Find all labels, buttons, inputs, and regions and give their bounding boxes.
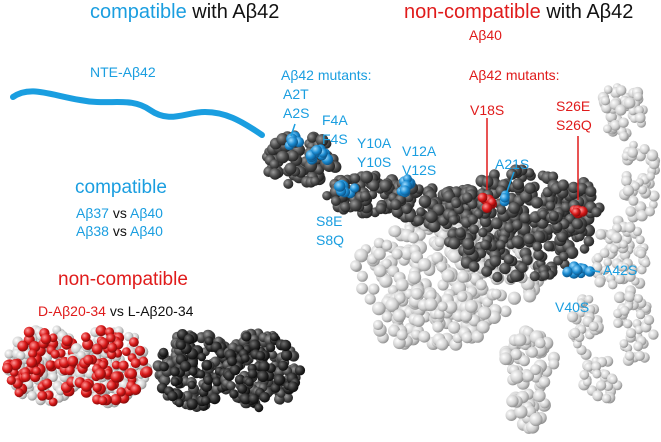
label-y10a: Y10A: [357, 135, 392, 151]
compatible-row-1-a: Aβ37: [76, 205, 109, 221]
compatible-row-2-b: Aβ40: [129, 223, 163, 239]
header-compatible-word: compatible: [90, 1, 187, 23]
noncompatible-title: non-compatible: [58, 269, 188, 290]
leader-a21s: [505, 171, 515, 195]
label-f4a: F4A: [322, 112, 348, 128]
label-a2s: A2S: [283, 105, 310, 121]
label-y10s: Y10S: [357, 154, 392, 170]
noncompatible-row: D-Aβ20-34 vs L-Aβ20-34: [38, 304, 193, 318]
leader-a2s: [290, 123, 296, 137]
compatible-row-1: Aβ37 vs Aβ40: [76, 206, 163, 220]
nte-tail: [10, 88, 265, 138]
label-v40s: V40S: [555, 299, 590, 315]
header-noncompatible-word: non-compatible: [404, 1, 541, 23]
compatible-row-1-b: Aβ40: [129, 205, 163, 221]
label-a2t: A2T: [283, 86, 309, 102]
label-a42s: A42S: [603, 262, 638, 278]
compatible-row-1-vs: vs: [112, 205, 127, 221]
header-compatible: compatible with Aβ42: [90, 2, 279, 22]
label-s8e: S8E: [316, 213, 343, 229]
compatible-title: compatible: [75, 177, 167, 198]
label-s26q: S26Q: [556, 117, 592, 133]
header-compatible-rest: with Aβ42: [192, 1, 280, 23]
compatible-row-2: Aβ38 vs Aβ40: [76, 224, 163, 238]
label-f4s: F4S: [322, 131, 348, 147]
noncompatible-l: L-Aβ20-34: [127, 303, 194, 319]
header-noncompatible-rest: with Aβ42: [546, 1, 634, 23]
label-mutants-left: Aβ42 mutants:: [281, 67, 372, 83]
atom-spheres: [2, 83, 661, 434]
label-s8q: S8Q: [316, 232, 345, 248]
compatible-row-2-vs: vs: [112, 223, 127, 239]
label-ab40: Aβ40: [469, 27, 502, 43]
compatible-row-2-a: Aβ38: [76, 223, 109, 239]
noncompatible-d: D-Aβ20-34: [38, 303, 106, 319]
noncompatible-vs: vs: [109, 303, 124, 319]
label-mutants-right: Aβ42 mutants:: [469, 67, 560, 83]
label-a21s: A21S: [495, 156, 530, 172]
label-v12a: V12A: [402, 143, 437, 159]
label-nte: NTE-Aβ42: [90, 64, 156, 80]
label-v18s: V18S: [470, 102, 505, 118]
leader-a42s: [589, 269, 601, 273]
header-noncompatible: non-compatible with Aβ42: [404, 2, 633, 22]
label-s26e: S26E: [556, 98, 591, 114]
label-v12s: V12S: [402, 162, 437, 178]
